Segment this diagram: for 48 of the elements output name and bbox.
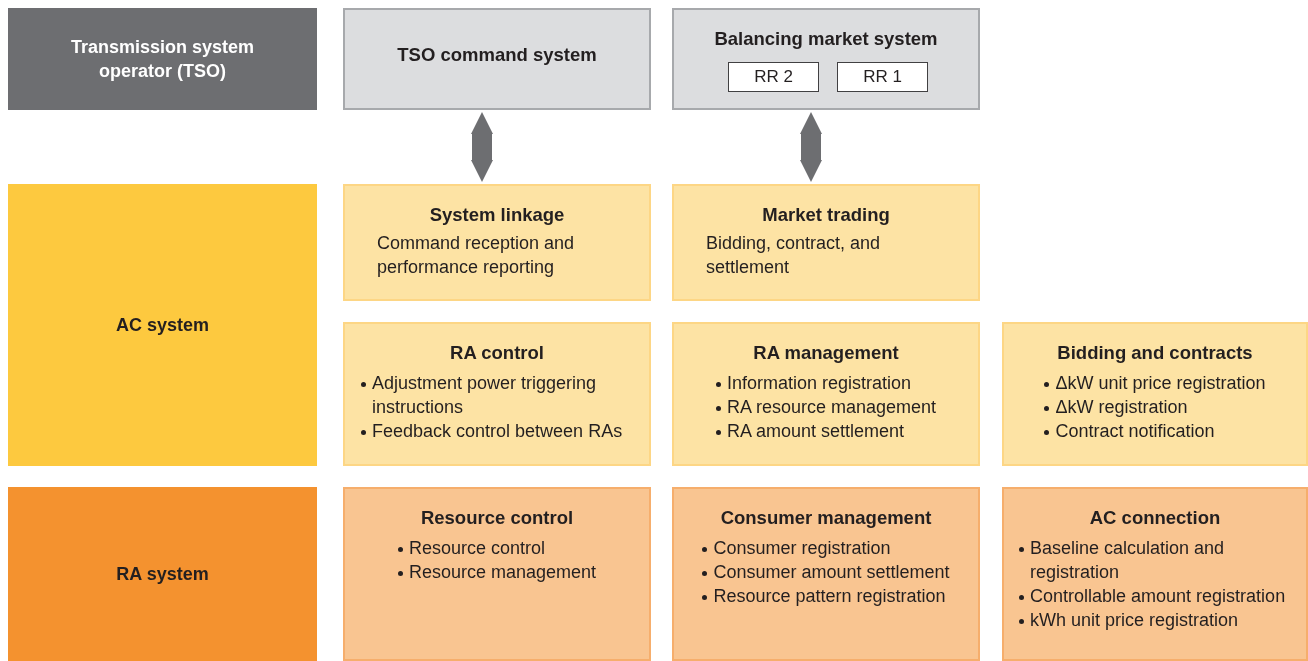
box-description: Bidding, contract, and settlement: [706, 232, 882, 279]
box-title: RA control: [450, 342, 544, 364]
function-box: [1002, 487, 1308, 661]
layer-band: [8, 8, 317, 110]
box-title: TSO command system: [397, 44, 597, 66]
box-title: RA management: [753, 342, 899, 364]
bullet-item: RA amount settlement: [726, 419, 905, 443]
function-box: [343, 8, 651, 110]
bullet-item: RA resource management: [726, 395, 937, 419]
bullet-item: Contract notification: [1055, 419, 1215, 443]
box-title: AC connection: [1089, 507, 1221, 529]
double-arrow: [471, 112, 493, 182]
function-box: [672, 322, 980, 466]
bullet-item: ΔkW registration: [1055, 395, 1188, 419]
function-box: [1002, 322, 1308, 466]
box-title: System linkage: [429, 204, 565, 226]
box-title: Bidding and contracts: [1057, 342, 1253, 364]
function-box: [343, 487, 651, 661]
layer-label: RA system: [116, 562, 209, 586]
layer-band: [8, 487, 317, 661]
bullet-item: Resource control: [408, 537, 545, 560]
function-box: [672, 184, 980, 301]
double-arrow: [800, 112, 822, 182]
box-description: Command reception and performance reporting: [377, 232, 576, 279]
function-box: [672, 487, 980, 661]
bullet-item: ΔkW unit price registration: [1055, 372, 1266, 395]
function-box: [343, 184, 651, 301]
bullet-item: Resource management: [408, 560, 597, 584]
bullet-item: Consumer registration: [713, 537, 891, 560]
layer-band: [8, 184, 317, 466]
layer-label: Transmission system operator (TSO): [69, 35, 256, 83]
bullet-item: Baseline calculation and registration: [1030, 537, 1226, 584]
layer-label: AC system: [115, 313, 209, 337]
box-title: Consumer management: [720, 507, 932, 529]
bullet-item: Feedback control between RAs: [372, 419, 623, 443]
box-title: Resource control: [420, 507, 574, 529]
bullet-item: Controllable amount registration: [1030, 584, 1286, 608]
reserve-box: RR 1: [837, 62, 928, 92]
bullet-item: kWh unit price registration: [1030, 608, 1239, 632]
box-title: Market trading: [762, 204, 890, 226]
function-box: [672, 8, 980, 110]
bullet-item: Adjustment power triggering instructions: [372, 372, 598, 419]
function-box: [343, 322, 651, 466]
reserve-box: RR 2: [728, 62, 819, 92]
bullet-item: Consumer amount settlement: [713, 560, 950, 584]
bullet-item: Resource pattern registration: [713, 584, 946, 608]
box-title: Balancing market system: [714, 28, 938, 50]
bullet-item: Information registration: [726, 372, 912, 395]
